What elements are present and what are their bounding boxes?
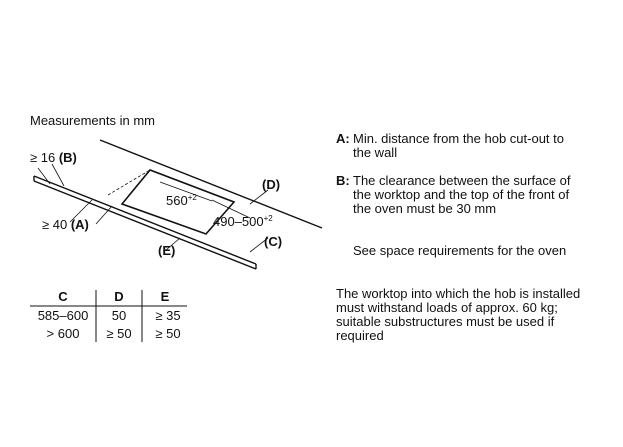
space-requirements-note: See space requirements for the oven: [353, 243, 567, 258]
cutout-depth-label: 490–500+2: [213, 214, 273, 229]
table-row-1-e: ≥ 35: [155, 308, 180, 323]
a-dimension-label: ≥ 40 (A): [42, 217, 89, 232]
d-letter-label: (D): [262, 177, 280, 192]
a-value: ≥ 40: [42, 217, 67, 232]
note-b: B: The clearance between the surface of …: [336, 174, 616, 216]
note-b-row: B: The clearance between the surface of …: [336, 174, 616, 216]
worktop-drawing: [33, 139, 323, 270]
a-leader-line: [69, 199, 93, 223]
a-dimension-line: [95, 205, 113, 225]
cutout-depth-value: 490–500: [213, 214, 264, 229]
a-letter: (A): [71, 217, 89, 232]
table-row-1-c: 585–600: [38, 308, 89, 323]
table-grid: [30, 290, 187, 342]
d-leader-line: [249, 189, 269, 205]
c-letter-label: (C): [264, 234, 282, 249]
note-a-row: A: Min. distance from the hob cut-out to…: [336, 132, 616, 160]
e-letter-label: (E): [158, 243, 175, 258]
b-dimension-label: ≥ 16 (B): [30, 150, 77, 165]
table-header-c: C: [58, 289, 68, 304]
cutout-depth-tolerance: +2: [264, 214, 274, 223]
dimension-table: C D E 585–600 50 ≥ 35 > 600 ≥ 50 ≥ 50: [30, 289, 187, 342]
table-header-e: E: [161, 289, 170, 304]
worktop-front-top-edge: [33, 175, 257, 265]
hob-cutout: [120, 169, 236, 235]
note-a-key: A:: [336, 131, 350, 146]
e-leader-line: [165, 237, 181, 251]
depth-dimension-line: [211, 199, 251, 219]
table-row-2-c: > 600: [47, 326, 80, 341]
table-row-2-d: ≥ 50: [106, 326, 131, 341]
table-header-d: D: [114, 289, 123, 304]
cutout-width-value: 560: [166, 193, 188, 208]
cutout-width-tolerance: +2: [188, 193, 198, 202]
worktop-front-bottom-edge: [33, 180, 257, 270]
measurements-title: Measurements in mm: [30, 113, 155, 128]
note-b-text: The clearance between the surface of the…: [353, 173, 571, 216]
note-a-text: Min. distance from the hob cut-out to th…: [353, 131, 564, 160]
b-dimension-line: [51, 163, 65, 187]
table-row-2-e: ≥ 50: [155, 326, 180, 341]
b-letter: (B): [59, 150, 77, 165]
table-row-1-d: 50: [112, 308, 126, 323]
note-a: A: Min. distance from the hob cut-out to…: [336, 132, 616, 160]
note-b-key: B:: [336, 173, 350, 188]
width-dimension-line: [159, 181, 213, 202]
load-note: The worktop into which the hob is instal…: [336, 286, 581, 343]
wall-dashed-line: [107, 169, 151, 196]
b-value: ≥ 16: [30, 150, 55, 165]
cutout-width-label: 560+2: [166, 193, 197, 208]
b-leader-line: [37, 167, 51, 185]
c-leader-line: [249, 237, 269, 253]
dimension-lines: [37, 163, 269, 253]
worktop-back-edge: [99, 139, 323, 229]
